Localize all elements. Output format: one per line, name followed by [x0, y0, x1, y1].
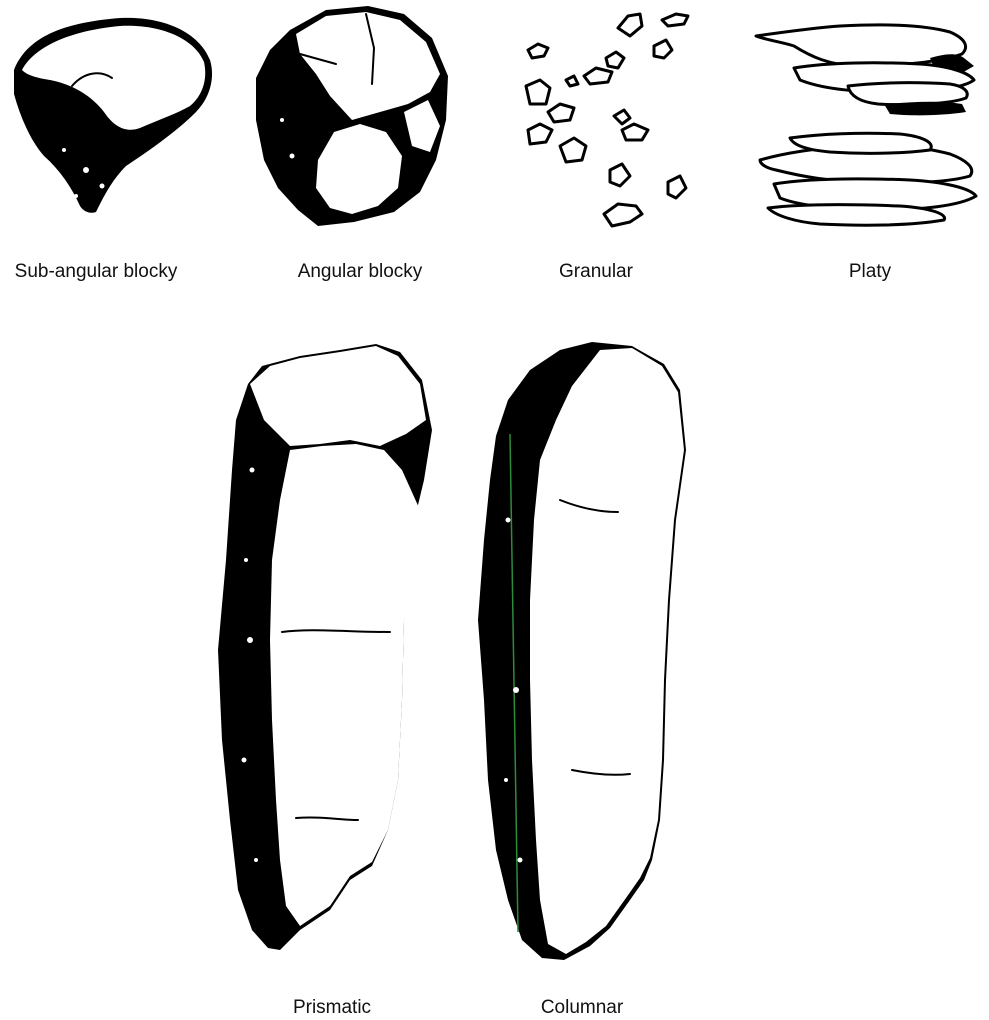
- prismatic-aggregate: [218, 344, 432, 950]
- angular-blocky-aggregate: [256, 6, 448, 226]
- sub-angular-blocky-aggregate: [14, 18, 212, 213]
- caption-columnar: Columnar: [541, 997, 624, 1018]
- caption-angular-blocky: Angular blocky: [298, 261, 423, 282]
- caption-sub-angular-blocky: Sub-angular blocky: [15, 261, 178, 282]
- caption-platy: Platy: [849, 261, 892, 282]
- platy-aggregates: [756, 25, 976, 225]
- granular-aggregates: [526, 14, 688, 226]
- caption-prismatic: Prismatic: [293, 997, 371, 1018]
- caption-granular: Granular: [559, 261, 634, 282]
- columnar-aggregate: [478, 342, 686, 960]
